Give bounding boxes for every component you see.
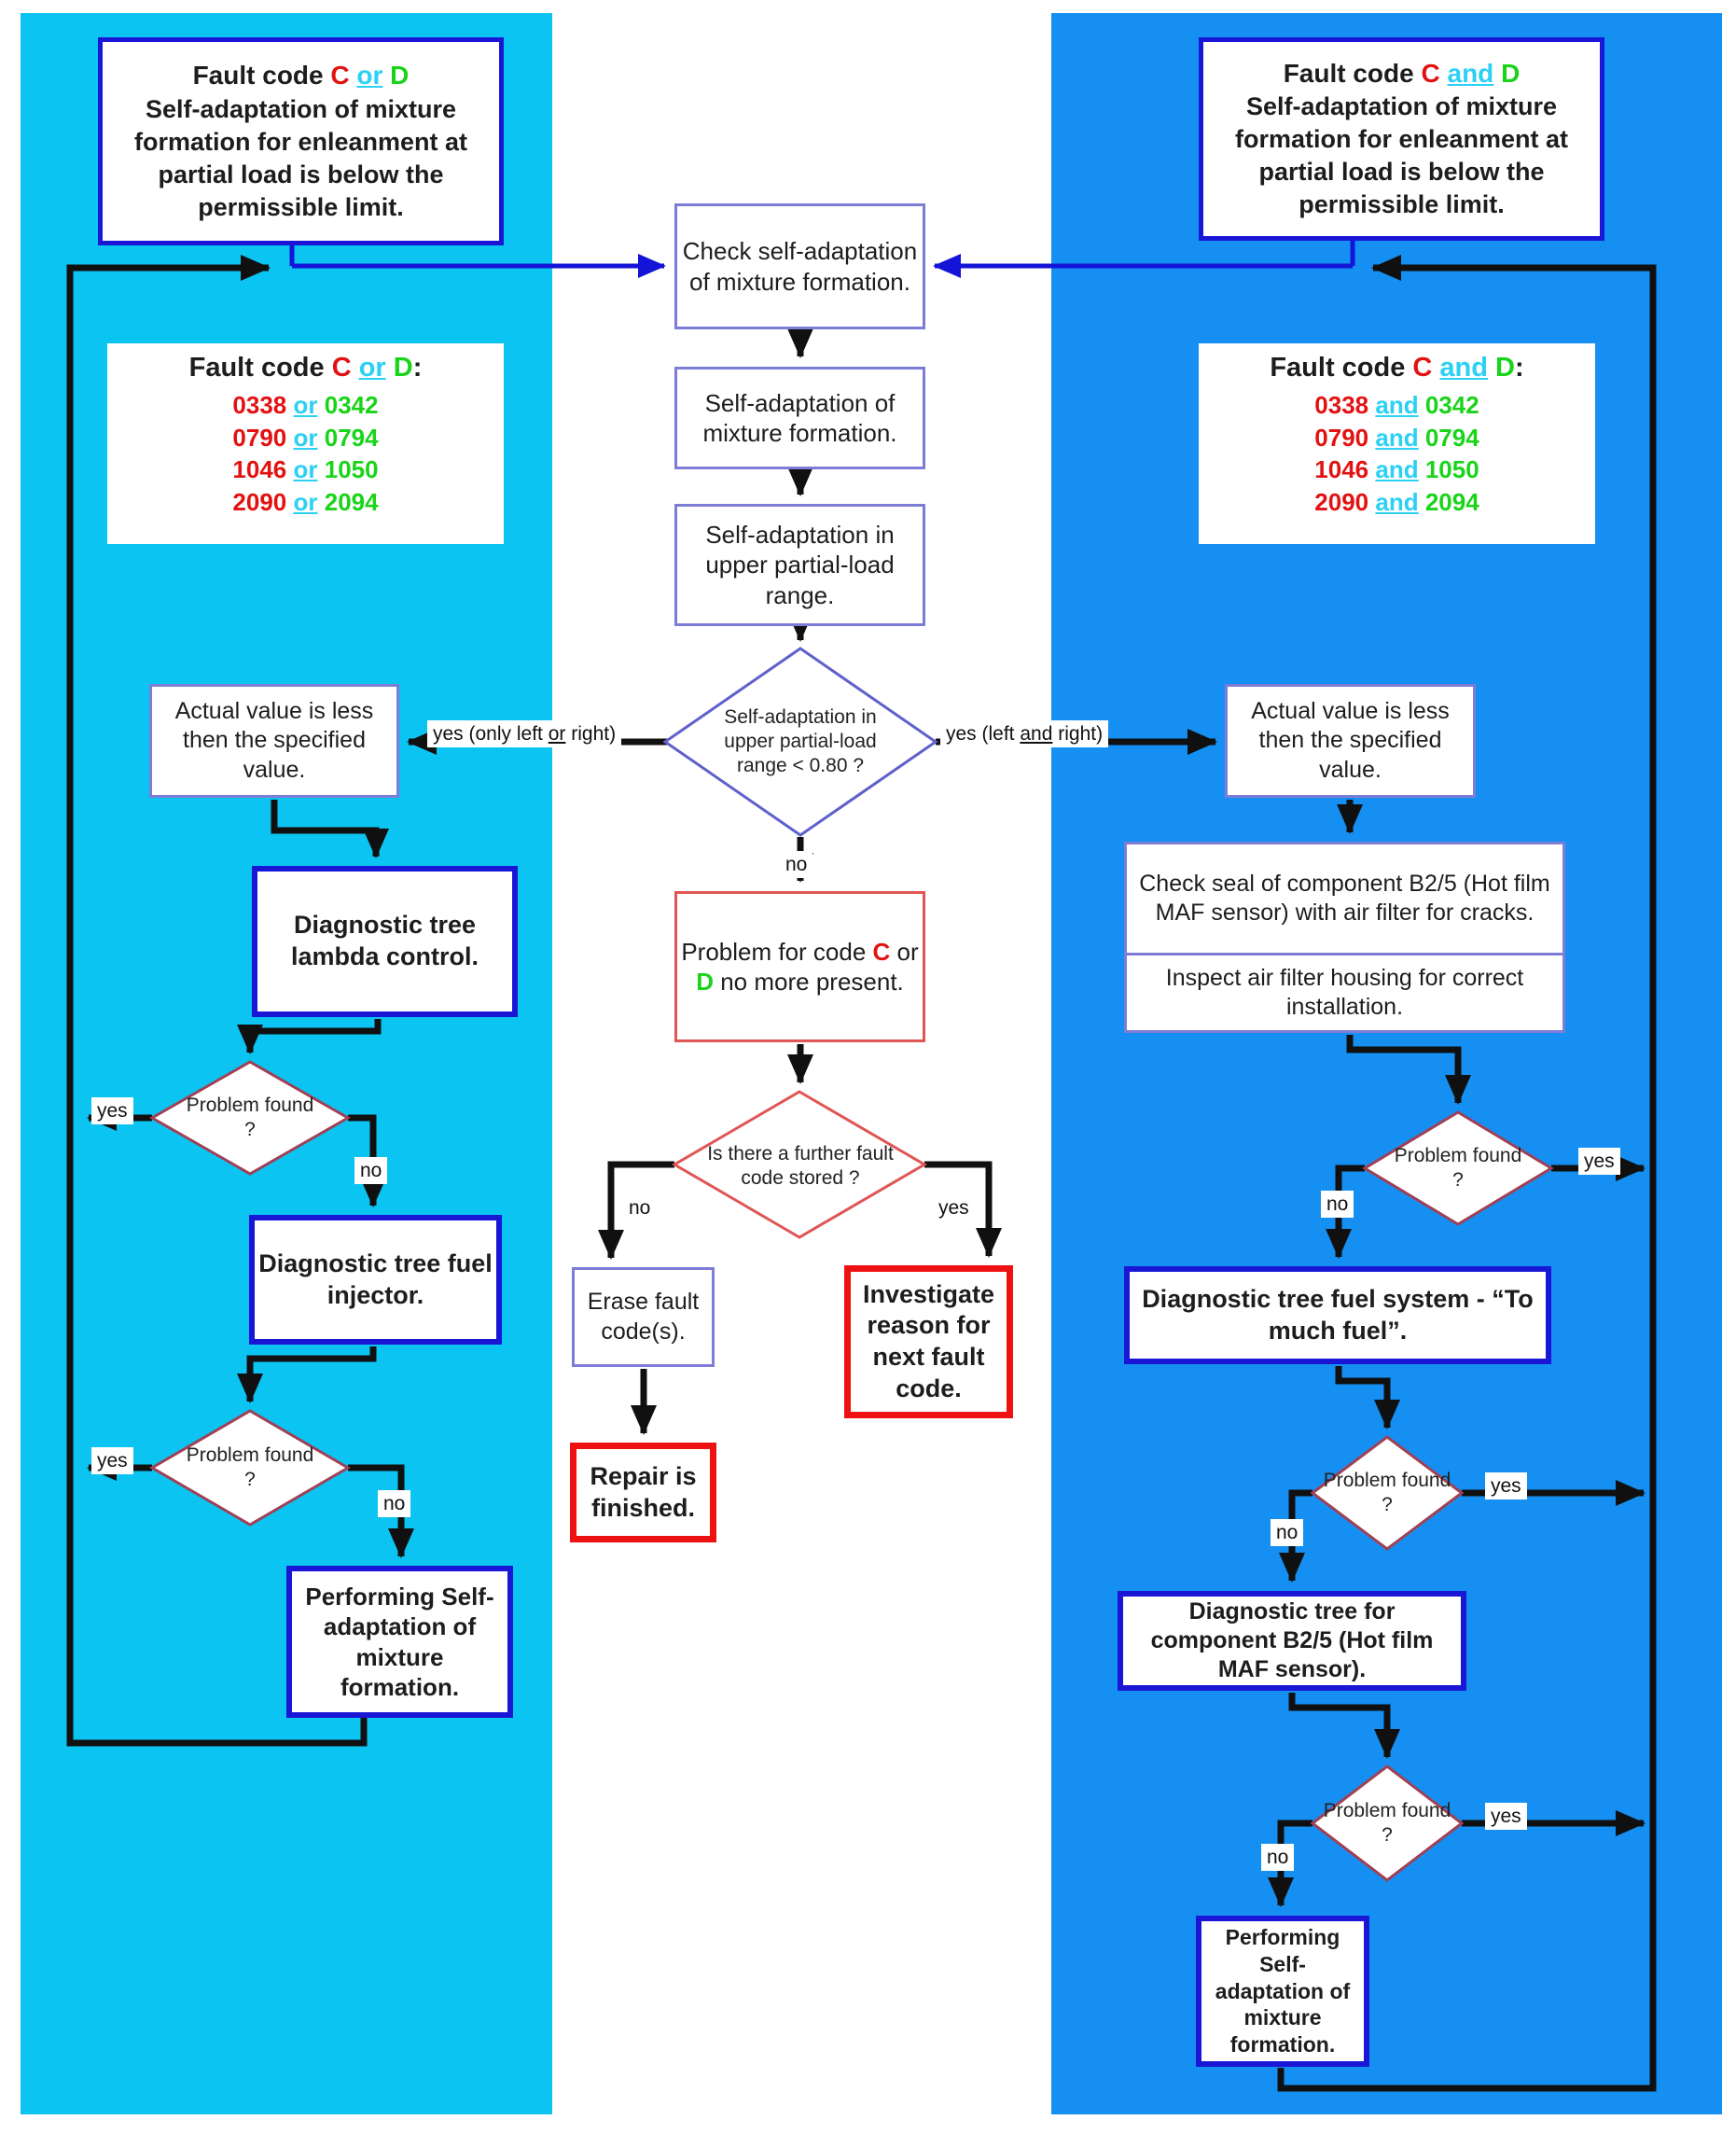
yes-label: yes: [933, 1194, 975, 1222]
problem-no-more-present-box: Problem for code C or D no more present.: [674, 891, 925, 1042]
diamond-problem-found-left-2: [149, 1409, 351, 1527]
self-adaptation-box: Self-adaptation of mixture formation.: [674, 367, 925, 469]
problem-found-text: Problem found ?: [186, 1094, 314, 1140]
no-label: no: [1261, 1844, 1295, 1872]
code-row: 1046 and 1050: [1314, 455, 1479, 484]
fault-code-and-body: Self-adaptation of mixture formation for…: [1234, 92, 1569, 219]
further-fault-code-decision-text: Is there a further fault code stored ?: [707, 1142, 894, 1189]
problem-found-text: Problem found ?: [1394, 1144, 1522, 1191]
diamond-problem-found-right-1: [1362, 1110, 1554, 1226]
actual-value-left-box: Actual value is less then the specified …: [149, 684, 399, 798]
fault-code-and-title: Fault code C and D: [1283, 58, 1521, 88]
fault-code-or-header-box: Fault code C or D Self-adaptation of mix…: [98, 37, 504, 245]
fault-code-and-list: Fault code C and D: 0338 and 0342 0790 a…: [1199, 343, 1595, 544]
yes-label: yes: [91, 1447, 133, 1475]
no-label: no: [623, 1194, 657, 1222]
no-label: no: [354, 1157, 388, 1185]
fault-code-or-list: Fault code C or D: 0338 or 0342 0790 or …: [107, 343, 504, 544]
actual-value-right-box: Actual value is less then the specified …: [1225, 684, 1476, 798]
repair-finished-box: Repair is finished.: [570, 1443, 716, 1542]
diagnostic-tree-b25-box: Diagnostic tree for component B2/5 (Hot …: [1118, 1591, 1466, 1691]
code-row: 0790 or 0794: [232, 423, 379, 452]
no-label: no: [1271, 1519, 1304, 1547]
decision-diamonds: [148, 647, 1554, 1882]
code-row: 1046 or 1050: [232, 455, 379, 484]
blue-connectors: [289, 241, 1355, 278]
yes-label: yes: [1578, 1148, 1620, 1176]
check-seal-cell: Check seal of component B2/5 (Hot film M…: [1139, 870, 1550, 927]
fault-code-and-header-box: Fault code C and D Self-adaptation of mi…: [1199, 37, 1604, 241]
erase-fault-codes-box: Erase fault code(s).: [572, 1267, 715, 1367]
check-self-adaptation-box: Check self-adaptation of mixture formati…: [674, 203, 925, 329]
problem-found-text: Problem found ?: [1323, 1469, 1451, 1515]
no-label: no: [1321, 1191, 1354, 1219]
fault-code-or-title: Fault code C or D: [192, 61, 410, 91]
diamond-problem-found-right-3: [1310, 1764, 1465, 1882]
code-row: 0338 and 0342: [1314, 391, 1479, 419]
yes-label: yes: [91, 1097, 133, 1125]
diagnostic-tree-fuel-injector-box: Diagnostic tree fuel injector.: [249, 1215, 502, 1345]
code-row: 0790 and 0794: [1314, 423, 1479, 452]
code-row: 0338 or 0342: [232, 391, 379, 419]
upper-partial-load-decision-text: Self-adaptation in upper partial-load ra…: [724, 705, 877, 777]
diamond-upper-partial-load: [662, 647, 938, 837]
code-row: 2090 or 2094: [232, 487, 379, 516]
no-label: no: [378, 1490, 411, 1518]
diamond-problem-found-right-2: [1310, 1435, 1465, 1551]
fault-code-or-list-title: Fault code C or D:: [188, 353, 423, 383]
yes-left-and-right-label: yes (left and right): [940, 720, 1109, 748]
upper-partial-load-box: Self-adaptation in upper partial-load ra…: [674, 504, 925, 626]
yes-label: yes: [1485, 1472, 1527, 1500]
fault-code-or-body: Self-adaptation of mixture formation for…: [133, 94, 468, 221]
check-seal-inspect-box: Check seal of component B2/5 (Hot film M…: [1124, 842, 1565, 1033]
yes-only-left-or-right-label: yes (only left or right): [427, 720, 622, 748]
diagnostic-tree-fuel-system-box: Diagnostic tree fuel system - “To much f…: [1124, 1266, 1551, 1364]
diamond-problem-found-left-1: [148, 1060, 352, 1176]
yes-label: yes: [1485, 1803, 1527, 1831]
inspect-housing-cell: Inspect air filter housing for correct i…: [1127, 953, 1562, 1030]
performing-self-adaptation-left-box: Performing Self-adaptation of mixture fo…: [286, 1566, 513, 1718]
problem-found-text: Problem found ?: [1323, 1799, 1451, 1846]
diagnostic-tree-lambda-box: Diagnostic tree lambda control.: [252, 866, 518, 1017]
black-connectors: [66, 255, 1657, 2092]
investigate-next-fault-box: Investigate reason for next fault code.: [844, 1265, 1013, 1418]
performing-self-adaptation-right-box: Performing Self-adaptation of mixture fo…: [1196, 1916, 1369, 2067]
code-row: 2090 and 2094: [1314, 487, 1479, 516]
fault-code-and-list-title: Fault code C and D:: [1270, 353, 1524, 383]
no-label: no: [780, 851, 813, 879]
diamond-further-fault-code: [672, 1090, 927, 1239]
problem-found-text: Problem found ?: [186, 1444, 314, 1490]
